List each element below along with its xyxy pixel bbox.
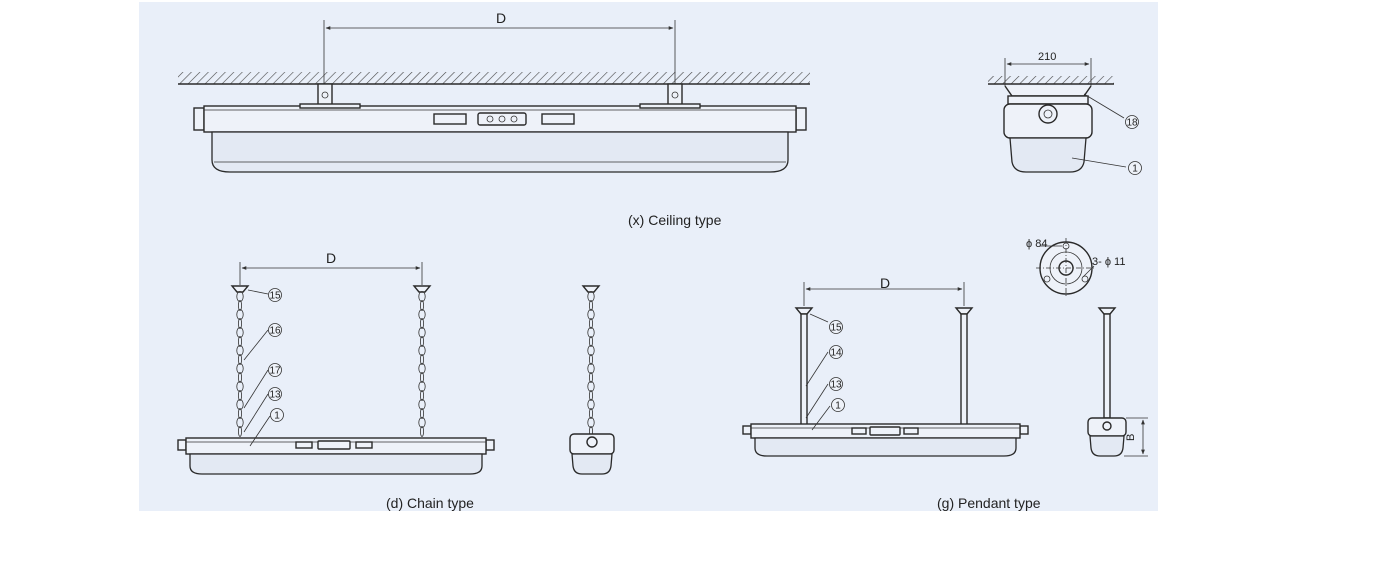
chain-link (418, 327, 426, 338)
chain-link (419, 426, 424, 437)
chain-link (236, 363, 244, 374)
chain-link (418, 381, 426, 392)
chain-link (587, 417, 595, 428)
chain-link (418, 363, 426, 374)
chain-link (237, 354, 242, 365)
callout-1-pendant: 1 (835, 401, 841, 412)
callout-17-chain: 17 (269, 366, 281, 377)
chain-link (418, 345, 426, 356)
chain-link (419, 390, 424, 401)
chain-link (587, 363, 595, 374)
chain-link (419, 336, 424, 347)
chain-link (587, 399, 595, 410)
chain-link (236, 399, 244, 410)
chain-link (236, 381, 244, 392)
chain-link (236, 345, 244, 356)
callout-18: 18 (1126, 118, 1138, 129)
chain-link (589, 372, 594, 383)
flange-holes-label: 3- ϕ 11 (1092, 256, 1125, 268)
chain-link (587, 381, 595, 392)
ceiling-bracket-right (667, 83, 683, 107)
chain-link (419, 408, 424, 419)
chain-type-side-view (569, 285, 615, 475)
callout-18-circle (1125, 115, 1139, 129)
ceiling-junction-box (477, 112, 527, 126)
chain-link (236, 309, 244, 320)
chain-link (236, 327, 244, 338)
chain-left (236, 291, 244, 437)
ceiling-window-left (433, 113, 467, 125)
chain-link (418, 417, 426, 428)
side-view-diffuser (1009, 137, 1087, 173)
pendant-rod-left (800, 313, 808, 427)
chain-link (237, 336, 242, 347)
chain-link (589, 390, 594, 401)
chain-link (587, 327, 595, 338)
chain-link (589, 408, 594, 419)
dimension-label-210: 210 (1038, 51, 1056, 63)
chain-type-front-view (177, 262, 495, 475)
chain-link (237, 372, 242, 383)
chain-link (419, 372, 424, 383)
callout-1-chain: 1 (274, 411, 280, 422)
chain-link (419, 318, 424, 329)
flange-diameter-label: ϕ 84 (1026, 238, 1047, 250)
side-view-gland (1038, 104, 1058, 124)
caption-chain-type: (d) Chain type (386, 495, 474, 511)
callout-14-pendant: 14 (830, 348, 842, 359)
chain-link (237, 300, 242, 311)
chain-link (418, 309, 426, 320)
chain-link (419, 354, 424, 365)
pendant-type-front-view (742, 282, 1029, 457)
callout-15-chain: 15 (269, 291, 281, 302)
chain-link (587, 291, 595, 302)
chain-link (418, 291, 426, 302)
ceiling-bracket-left (317, 83, 333, 107)
chain-link (587, 309, 595, 320)
chain-link (237, 426, 242, 437)
flange-detail (1036, 238, 1096, 298)
chain-link (589, 336, 594, 347)
callout-15-pendant: 15 (830, 323, 842, 334)
chain-right (418, 291, 426, 437)
chain-link (589, 354, 594, 365)
dimension-label-d-ceiling: D (496, 10, 506, 26)
ceiling-type-side-view (988, 58, 1127, 173)
chain-side (587, 291, 595, 437)
ceiling-window-right (541, 113, 575, 125)
chain-link (589, 318, 594, 329)
caption-pendant-type: (g) Pendant type (937, 495, 1041, 511)
chain-link (237, 408, 242, 419)
callout-1-circle-ceiling (1128, 161, 1142, 175)
ceiling-hatch (178, 72, 810, 84)
chain-link (236, 417, 244, 428)
pendant-diffuser (754, 437, 1017, 457)
chain-link (236, 291, 244, 302)
dimension-label-d-pendant: D (880, 275, 890, 291)
pendant-rod-right (960, 313, 968, 427)
caption-ceiling-type: (x) Ceiling type (628, 212, 722, 228)
callout-13-chain: 13 (269, 390, 281, 401)
chain-link (418, 399, 426, 410)
chain-diffuser (189, 453, 483, 475)
chain-link (419, 300, 424, 311)
dimension-label-b: B (1125, 434, 1137, 441)
callout-13-pendant: 13 (830, 380, 842, 391)
ceiling-diffuser (211, 131, 789, 173)
ceiling-type-front-view (178, 20, 810, 173)
callout-16-chain: 16 (269, 326, 281, 337)
dimension-label-d-chain: D (326, 250, 336, 266)
callout-1-ceiling: 1 (1132, 164, 1138, 175)
chain-link (237, 318, 242, 329)
chain-link (587, 345, 595, 356)
pendant-type-side-view (1087, 307, 1148, 457)
chain-link (589, 300, 594, 311)
chain-link (237, 390, 242, 401)
